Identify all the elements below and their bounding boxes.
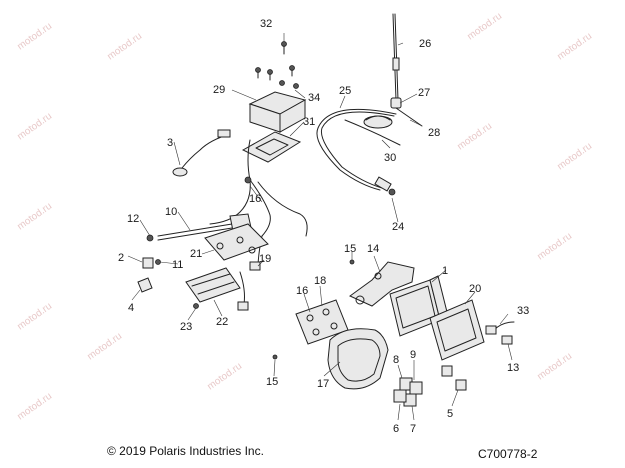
watermark: motod.ru <box>15 21 54 53</box>
callout-4: 4 <box>128 302 134 314</box>
watermark: motod.ru <box>205 361 244 393</box>
bracket-22 <box>185 267 241 309</box>
callout-15b: 15 <box>266 376 278 388</box>
callout-13: 13 <box>507 362 519 374</box>
callout-17: 17 <box>317 378 329 390</box>
callout-16b: 16 <box>249 193 261 205</box>
watermark: motod.ru <box>455 121 494 153</box>
module-29 <box>248 91 307 133</box>
watermark: motod.ru <box>465 11 504 43</box>
callout-2: 2 <box>118 252 124 264</box>
watermark-layer: motod.ru motod.ru motod.ru motod.ru moto… <box>15 11 594 423</box>
callout-27: 27 <box>418 87 430 99</box>
callout-1: 1 <box>442 265 448 277</box>
plate-21 <box>204 223 269 261</box>
callout-34: 34 <box>308 92 320 104</box>
bolts-32-34 <box>255 41 299 89</box>
callout-19: 19 <box>259 253 271 265</box>
callout-30: 30 <box>384 152 396 164</box>
bracket-16-18 <box>295 299 349 345</box>
callout-12: 12 <box>127 213 139 225</box>
callout-20: 20 <box>469 283 481 295</box>
watermark: motod.ru <box>15 111 54 143</box>
antenna-assembly <box>363 13 423 129</box>
antenna-cable <box>316 108 401 196</box>
callout-29: 29 <box>213 84 225 96</box>
callout-18: 18 <box>314 275 326 287</box>
callout-10: 10 <box>165 206 177 218</box>
callout-21: 21 <box>190 248 202 260</box>
watermark: motod.ru <box>535 351 574 383</box>
callout-11: 11 <box>172 259 183 271</box>
callout-22: 22 <box>216 316 228 328</box>
callout-31: 31 <box>303 116 315 128</box>
watermark: motod.ru <box>85 331 124 363</box>
callout-24: 24 <box>392 221 404 233</box>
callout-32: 32 <box>260 18 272 30</box>
callout-25: 25 <box>339 85 351 97</box>
watermark: motod.ru <box>535 231 574 263</box>
harness-3-16 <box>172 129 308 271</box>
callout-15a: 15 <box>344 243 356 255</box>
callout-7: 7 <box>410 423 416 435</box>
callout-5: 5 <box>447 408 453 420</box>
harness-19 <box>237 271 249 311</box>
gauge-cluster-17 <box>327 328 389 390</box>
watermark: motod.ru <box>15 201 54 233</box>
callout-14: 14 <box>367 243 379 255</box>
switches-group <box>393 365 467 407</box>
copyright-text: © 2019 Polaris Industries Inc. <box>107 444 264 458</box>
leader-lines <box>127 33 513 421</box>
callout-9: 9 <box>410 349 416 361</box>
drawing-number: C700778-2 <box>478 447 538 461</box>
callout-28: 28 <box>428 127 440 139</box>
callout-26: 26 <box>419 38 431 50</box>
bracket-14 <box>349 261 415 307</box>
watermark: motod.ru <box>105 31 144 63</box>
screw-15 <box>272 354 278 360</box>
screw-15 <box>349 259 355 265</box>
callout-16a: 16 <box>296 285 308 297</box>
callout-23: 23 <box>180 321 192 333</box>
callout-8: 8 <box>393 354 399 366</box>
watermark: motod.ru <box>15 301 54 333</box>
watermark: motod.ru <box>15 391 54 423</box>
bezel-20 <box>429 299 485 361</box>
callout-3: 3 <box>167 137 173 149</box>
harness-33-13 <box>485 321 515 345</box>
callout-labels: 1 2 3 4 5 6 7 8 9 10 11 12 13 14 15 15 1… <box>118 18 529 435</box>
watermark: motod.ru <box>555 141 594 173</box>
bracket-31 <box>241 131 302 163</box>
watermark: motod.ru <box>555 31 594 63</box>
callout-33: 33 <box>517 305 529 317</box>
callout-6: 6 <box>393 423 399 435</box>
